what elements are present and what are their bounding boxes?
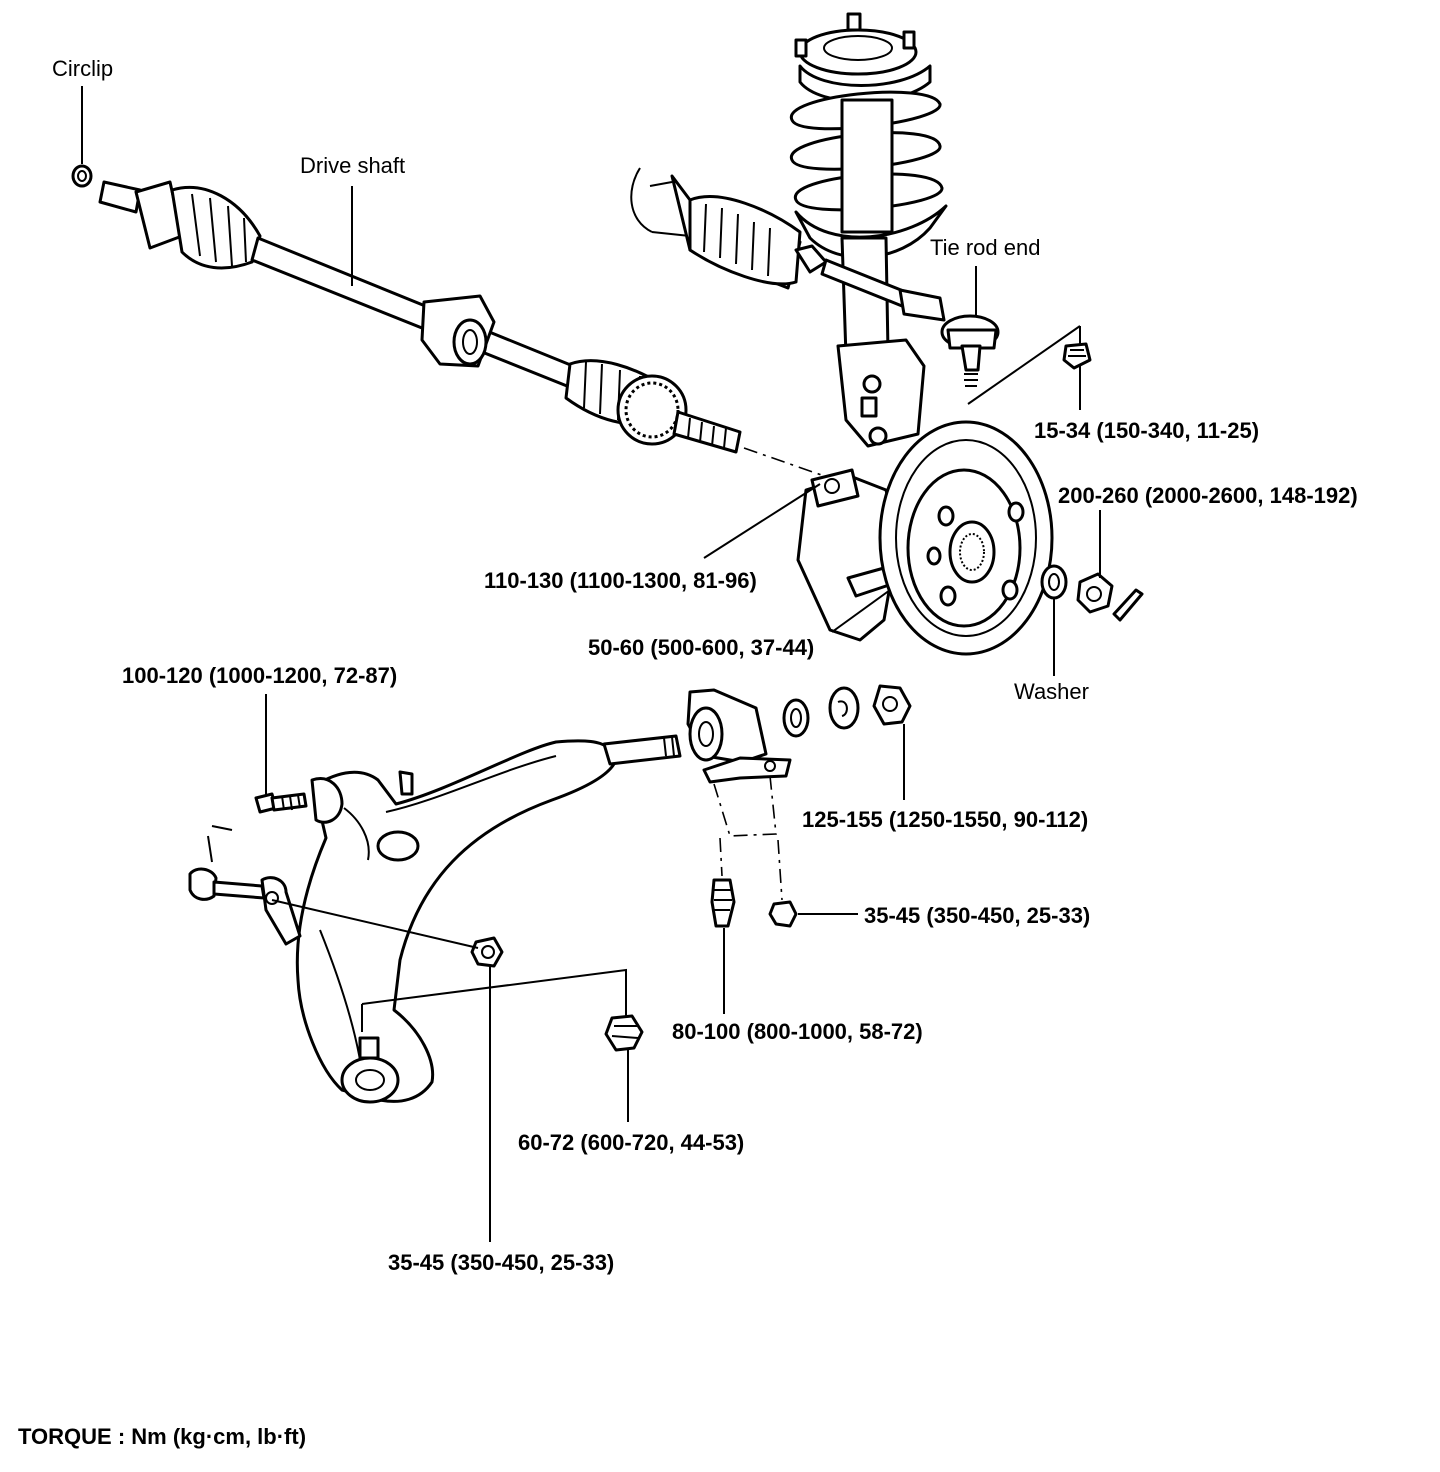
torque-bracket-bolt-label: 80-100 (800-1000, 58-72) [672, 1019, 923, 1044]
drive-shaft-label: Drive shaft [300, 153, 406, 178]
torque-units-footer: TORQUE : Nm (kg·cm, lb·ft) [18, 1424, 307, 1449]
drive-shaft-drawing [71, 164, 831, 479]
hub-disc-drawing [796, 420, 1144, 656]
torque-caliper-bolt-label: 50-60 (500-600, 37-44) [588, 635, 815, 660]
tie-rod-end-label: Tie rod end [930, 235, 1041, 260]
torque-bushing-nut-label: 125-155 (1250-1550, 90-112) [802, 807, 1089, 832]
torque-bracket-nut-label: 35-45 (350-450, 25-33) [864, 903, 1091, 928]
lower-arm-drawing [188, 734, 682, 1104]
rear-bushing-drawing [686, 684, 912, 928]
circlip-part [71, 164, 93, 188]
circlip-label: Circlip [52, 56, 114, 81]
steering-rack-drawing [630, 167, 1092, 405]
torque-hub-nut-label: 200-260 (2000-2600, 148-192) [1058, 483, 1358, 508]
torque-stabilizer-nut-label: 35-45 (350-450, 25-33) [388, 1250, 615, 1275]
leader-lines [81, 86, 1101, 1242]
washer-label: Washer [1014, 679, 1089, 704]
torque-ball-joint-nut-label: 60-72 (600-720, 44-53) [518, 1130, 745, 1155]
torque-arm-front-bolt-label: 100-120 (1000-1200, 72-87) [122, 663, 398, 688]
torque-tie-rod-nut-label: 15-34 (150-340, 11-25) [1034, 418, 1260, 443]
strut-assembly-drawing [790, 12, 948, 448]
torque-knuckle-bolt-label: 110-130 (1100-1300, 81-96) [484, 568, 757, 593]
